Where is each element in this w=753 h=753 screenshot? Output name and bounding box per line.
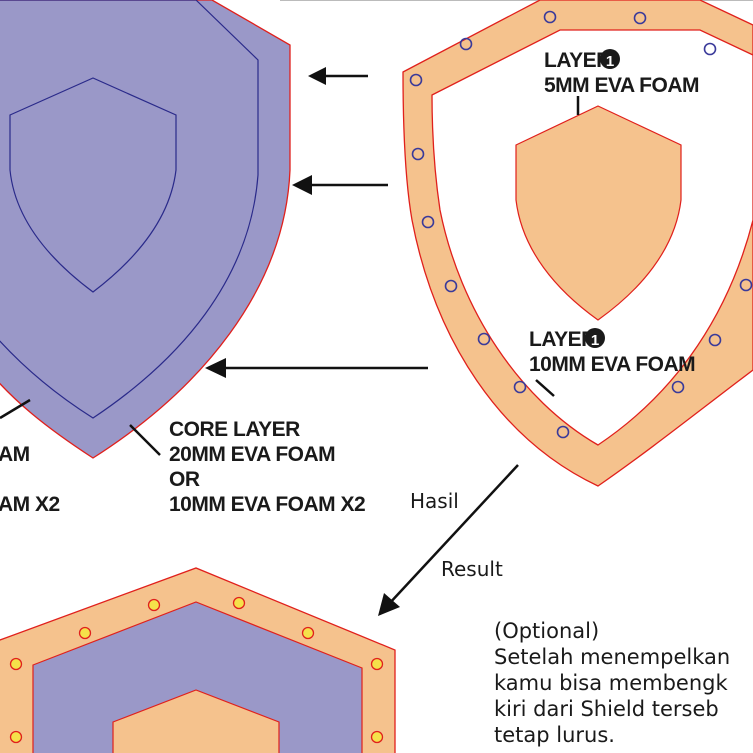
note-line: tetap lurus.	[494, 723, 615, 747]
rivet-icon	[370, 730, 384, 744]
label-core-line1: CORE LAYER	[169, 418, 300, 441]
rivet-icon	[543, 10, 557, 24]
leader-left-partial	[0, 398, 31, 420]
rivet-icon	[739, 278, 753, 292]
label-layer1-top-title: LAYER	[544, 49, 611, 72]
assembled-result-shield	[0, 567, 396, 753]
note-line: (Optional)	[494, 619, 600, 643]
rivet-icon	[411, 147, 425, 161]
rivet-icon	[513, 380, 527, 394]
label-left-line2: AM X2	[0, 493, 60, 516]
label-left-line1: AM	[0, 443, 30, 466]
rivet-icon	[633, 11, 647, 25]
rivet-icon	[459, 37, 473, 51]
arrow-2	[292, 175, 388, 195]
label-layer1-5mm: LAYER 1 5MM EVA FOAM	[544, 49, 700, 97]
layer-number-badge	[585, 328, 605, 348]
note-line: kiri dari Shield terseb	[494, 697, 719, 721]
label-core-layer: CORE LAYER 20MM EVA FOAM OR 10MM EVA FOA…	[169, 418, 366, 516]
optional-note: (Optional) Setelah menempelkan kamu bisa…	[494, 618, 753, 748]
note-line: kamu bisa membengk	[494, 671, 728, 695]
rivet-group-purple	[409, 10, 753, 439]
leader-core	[129, 424, 161, 456]
arrow-3	[205, 358, 428, 378]
rivet-icon	[477, 332, 491, 346]
layer-number-badge	[600, 49, 620, 69]
outer-ring-shield-border	[402, 0, 753, 487]
rivet-group-gold	[9, 596, 384, 744]
rivet-icon	[708, 333, 722, 347]
layer-number-badge-text: 1	[591, 332, 599, 349]
result-arrow	[378, 464, 519, 616]
leader-layer1-bottom	[535, 379, 555, 397]
arrow-1	[308, 67, 368, 85]
result-orange-top-layer	[112, 689, 280, 753]
rivet-icon	[9, 730, 23, 744]
core-shield-outer	[0, 0, 291, 459]
label-core-line3: OR	[169, 468, 200, 491]
core-shield-inner-outline	[9, 77, 177, 293]
rivet-icon	[703, 42, 717, 56]
label-layer1-top-text: 5MM EVA FOAM	[544, 74, 699, 97]
rivet-icon	[671, 380, 685, 394]
core-layer-shield	[0, 0, 291, 459]
rivet-icon	[421, 215, 435, 229]
core-shield-middle-outline	[0, 0, 259, 419]
rivet-icon	[78, 626, 92, 640]
rivet-icon	[370, 657, 384, 671]
layer-number-badge-text: 1	[606, 53, 614, 70]
rivet-icon	[301, 626, 315, 640]
label-layer1-bottom-title: LAYER	[529, 328, 596, 351]
rivet-icon	[147, 598, 161, 612]
label-layer1-bottom-text: 10MM EVA FOAM	[529, 353, 695, 376]
note-line: Setelah menempelkan	[494, 645, 731, 669]
rivet-icon	[9, 657, 23, 671]
outer-ring-shield	[402, 0, 753, 487]
result-purple-core	[32, 601, 363, 753]
layer1-5mm-shield	[515, 105, 682, 321]
label-hasil: Hasil	[410, 489, 459, 513]
rivet-icon	[556, 425, 570, 439]
rivet-icon	[232, 596, 246, 610]
label-result: Result	[441, 557, 503, 581]
rivet-icon	[444, 279, 458, 293]
rivet-icon	[409, 73, 423, 87]
label-core-line4: 10MM EVA FOAM X2	[169, 493, 365, 516]
label-core-line2: 20MM EVA FOAM	[169, 443, 335, 466]
label-layer1-10mm: LAYER 1 10MM EVA FOAM	[529, 328, 696, 376]
label-left-partial: AM AM X2	[0, 443, 60, 516]
